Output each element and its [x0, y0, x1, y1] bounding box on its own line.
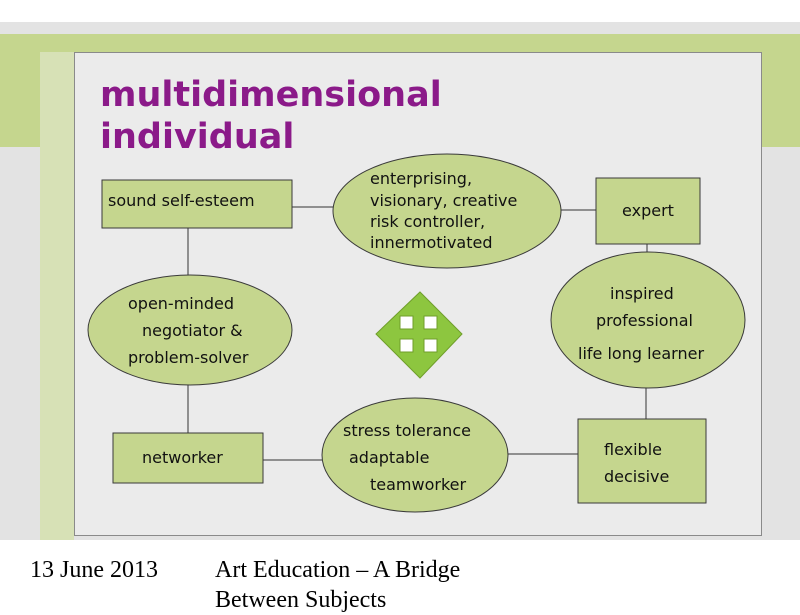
node-label-open-minded-3: problem-solver: [128, 348, 249, 367]
slide: multidimensional individual sound self-e…: [0, 22, 800, 613]
node-enterprising: enterprising, visionary, creative risk con…: [332, 153, 562, 269]
node-label-inspired-2: professional: [596, 311, 693, 330]
node-label-enterprising-2: visionary, creative: [370, 191, 517, 210]
node-label-stress-tolerance-1: stress tolerance: [343, 421, 471, 440]
node-expert: expert: [595, 177, 701, 245]
node-label-flexible-2: decisive: [604, 467, 669, 486]
node-shape-inspired: [550, 251, 746, 389]
node-label-enterprising-4: innermotivated: [370, 233, 493, 252]
node-label-sound-self-esteem-1: sound self-esteem: [108, 191, 255, 210]
node-label-enterprising-3: risk controller,: [370, 212, 485, 231]
node-shape-enterprising: [332, 153, 562, 269]
node-label-expert-1: expert: [622, 201, 674, 220]
node-label-stress-tolerance-3: teamworker: [370, 475, 467, 494]
node-label-inspired-1: inspired: [610, 284, 674, 303]
node-label-networker-1: networker: [142, 448, 223, 467]
slide-title: multidimensional individual: [100, 74, 442, 158]
node-label-flexible-1: flexible: [604, 440, 662, 459]
node-label-stress-tolerance-2: adaptable: [349, 448, 429, 467]
node-label-enterprising-1: enterprising,: [370, 169, 472, 188]
title-line-2: individual: [100, 117, 295, 157]
node-label-inspired-3: life long learner: [578, 344, 704, 363]
node-shape-networker: [112, 432, 264, 484]
footer-caption: Art Education – A Bridge Between Subject…: [215, 557, 461, 613]
node-inspired: inspired professional life long learner: [550, 251, 746, 389]
side-band: [40, 52, 74, 540]
four-way-arrows-icon: [375, 291, 463, 379]
title-line-1: multidimensional: [100, 75, 442, 115]
trait-diagram: sound self-esteem enterprising, visionary,…: [87, 153, 746, 513]
trait-nodes: sound self-esteem enterprising, visionary,…: [87, 153, 746, 513]
node-shape-expert: [595, 177, 701, 245]
connector-lines: [187, 206, 648, 461]
node-shape-stress-tolerance: [321, 397, 509, 513]
node-shape-flexible: [577, 418, 707, 504]
node-flexible: flexible decisive: [577, 418, 707, 504]
footer-date: 13 June 2013: [30, 557, 158, 583]
node-networker: networker: [112, 432, 264, 484]
node-shape-sound-self-esteem: [101, 179, 293, 229]
node-label-open-minded-1: open-minded: [128, 294, 234, 313]
node-label-open-minded-2: negotiator &: [142, 321, 243, 340]
node-stress-tolerance: stress tolerance adaptable teamworker: [321, 397, 509, 513]
node-open-minded: open-minded negotiator & problem-solver: [87, 274, 293, 386]
node-sound-self-esteem: sound self-esteem: [101, 179, 293, 229]
node-shape-open-minded: [87, 274, 293, 386]
